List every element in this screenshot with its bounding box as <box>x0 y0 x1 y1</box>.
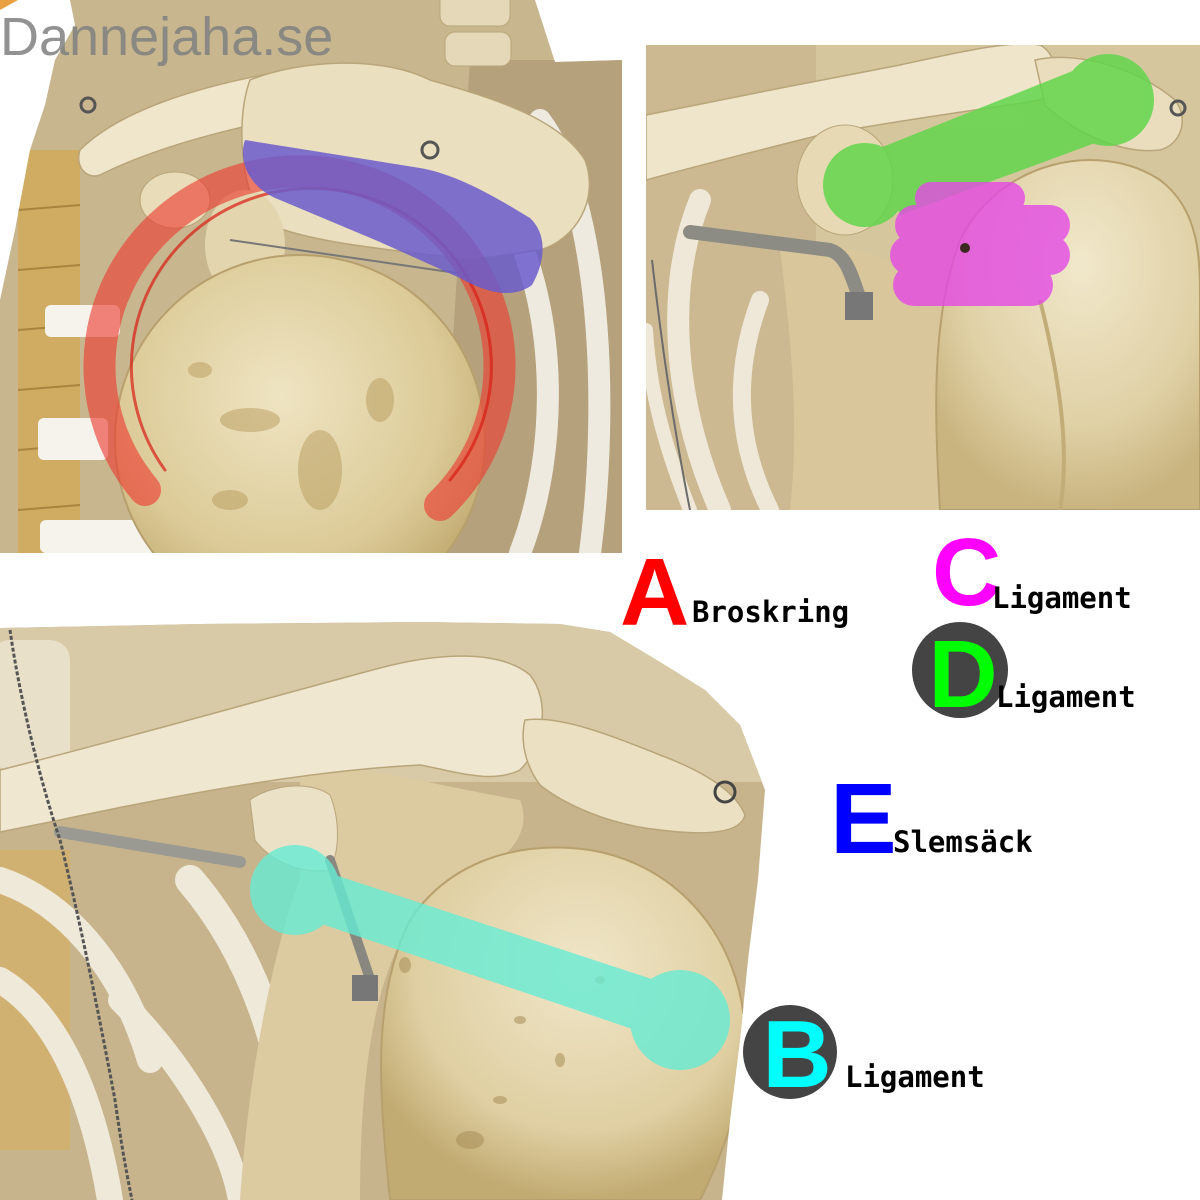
wire <box>651 259 691 510</box>
bicipital-groove <box>1038 299 1066 510</box>
cyan-end <box>250 845 340 935</box>
clavicle <box>0 655 543 833</box>
label-letter: A <box>620 539 689 646</box>
label-A: A Broskring <box>620 539 849 646</box>
magenta-overlay <box>890 182 1070 306</box>
cyan-end <box>630 970 730 1070</box>
rod-nut <box>352 975 378 1001</box>
neck-vertebrae <box>439 0 512 67</box>
green-overlay <box>823 54 1154 227</box>
wire <box>229 239 471 276</box>
green-end <box>1062 54 1154 146</box>
screw <box>420 140 440 160</box>
cyan-overlay <box>250 845 730 1070</box>
label-D: D Ligament <box>912 621 1136 728</box>
label-E: E Slemsäck <box>830 763 1033 875</box>
label-text: Ligament <box>996 680 1136 714</box>
label-badge <box>743 1005 837 1099</box>
label-text: Ligament <box>992 581 1132 615</box>
green-end <box>823 143 907 227</box>
acromion <box>522 718 746 834</box>
rod-nut <box>845 292 873 320</box>
screw <box>1169 99 1187 117</box>
bone-texture <box>188 362 394 510</box>
sternal-bone <box>0 640 70 770</box>
cyan-band <box>310 870 670 1040</box>
label-letter: B <box>762 1001 831 1108</box>
corner-mark <box>0 0 18 10</box>
metal-rod <box>683 225 867 307</box>
spine <box>18 150 80 553</box>
label-B: B Ligament <box>743 1001 985 1108</box>
label-text: Slemsäck <box>893 825 1033 859</box>
magenta-stroke <box>893 264 1053 306</box>
label-text: Broskring <box>692 595 849 629</box>
photo-top-right <box>646 45 1200 510</box>
metal-rod <box>54 826 246 868</box>
label-letter: C <box>932 519 1001 626</box>
wire <box>8 629 134 1200</box>
label-C: C Ligament <box>932 519 1132 626</box>
label-badge <box>912 622 1008 718</box>
scapula-neck <box>780 246 952 510</box>
ribs <box>646 189 779 510</box>
screw <box>713 780 737 804</box>
photo-bottom-left <box>0 622 765 1200</box>
label-letter: D <box>928 621 997 728</box>
label-letter: E <box>830 763 897 875</box>
screw <box>79 96 97 114</box>
photo-top-left <box>0 0 622 553</box>
watermark: Dannejaha.se <box>0 7 333 67</box>
bone-hole <box>960 243 970 253</box>
label-text: Ligament <box>845 1060 985 1094</box>
purple-overlay <box>242 140 543 294</box>
